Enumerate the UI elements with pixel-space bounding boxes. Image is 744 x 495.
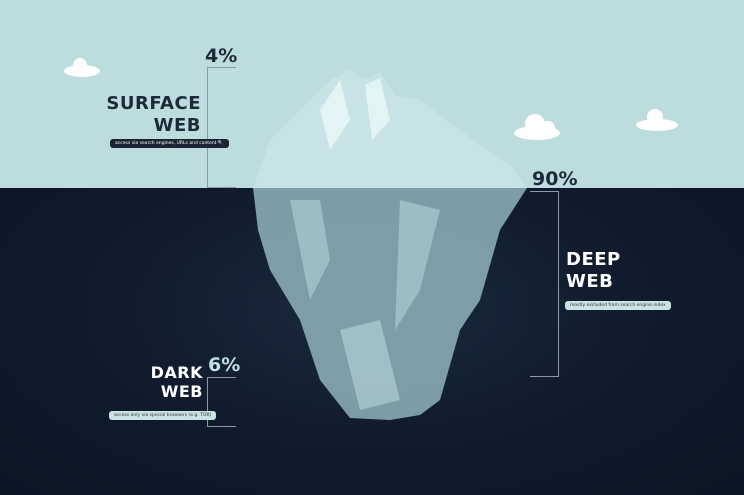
surface-description: access via search engines, URLs and cont… [110,139,229,148]
iceberg [253,70,527,420]
dark-web-title: DARK WEB [151,363,203,401]
cloud-icon [64,58,678,140]
title-line: WEB [160,382,203,401]
dark-description: access only via special browsers (e.g. T… [109,411,217,420]
title-line: DEEP [566,249,621,270]
title-line: SURFACE [106,93,201,114]
title-line: WEB [153,115,201,136]
dark-percent: 6% [208,354,241,376]
deep-description: mostly excluded from search engine index [565,301,671,310]
deep-web-title: DEEP WEB [566,249,621,293]
search-icon: 🔍 [217,141,224,146]
surface-web-title: SURFACE WEB [106,93,201,137]
deep-percent: 90% [532,168,578,190]
surface-percent: 4% [205,45,238,67]
title-line: DARK [150,363,203,382]
title-line: WEB [566,271,614,292]
